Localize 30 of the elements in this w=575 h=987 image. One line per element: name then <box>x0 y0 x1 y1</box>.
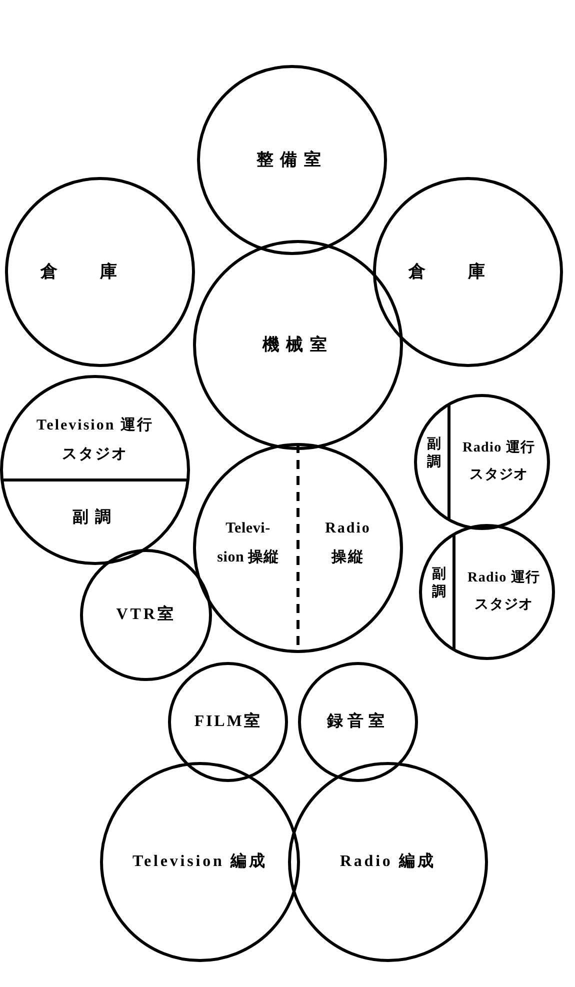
room-circle <box>298 662 418 782</box>
room-label: VTR室 <box>115 604 177 625</box>
room-label: 整備室 <box>255 148 329 171</box>
room-label: Televi- sion 操縦 <box>217 520 279 567</box>
room-label: Radio 運行スタジオ <box>462 438 536 484</box>
room-label: 副調 <box>72 507 118 528</box>
room-circle <box>193 443 403 653</box>
room-label: Radio 編成 <box>338 852 438 872</box>
room-circle <box>5 177 195 367</box>
room-label: 倉庫 <box>39 260 160 283</box>
room-label: FILM室 <box>193 711 263 732</box>
room-circle <box>80 549 212 681</box>
room-circle <box>373 177 563 367</box>
room-label: Radio 運行スタジオ <box>466 568 542 614</box>
room-label: 副調 <box>426 436 442 472</box>
room-label: 録音室 <box>326 711 390 732</box>
room-label: 倉庫 <box>407 260 528 283</box>
room-circle <box>197 65 387 255</box>
room-circle <box>419 524 555 660</box>
room-label: Television 運行スタジオ <box>36 416 154 464</box>
room-label: Television 編成 <box>131 852 269 872</box>
room-circle <box>193 240 403 450</box>
room-label: Radio 操縦 <box>324 520 372 567</box>
room-label: 副調 <box>431 566 447 602</box>
room-circle <box>0 375 190 565</box>
room-circle <box>168 662 288 782</box>
room-circle <box>288 762 488 962</box>
room-label: 機械室 <box>261 334 335 356</box>
room-circle <box>100 762 300 962</box>
room-circle <box>414 394 550 530</box>
